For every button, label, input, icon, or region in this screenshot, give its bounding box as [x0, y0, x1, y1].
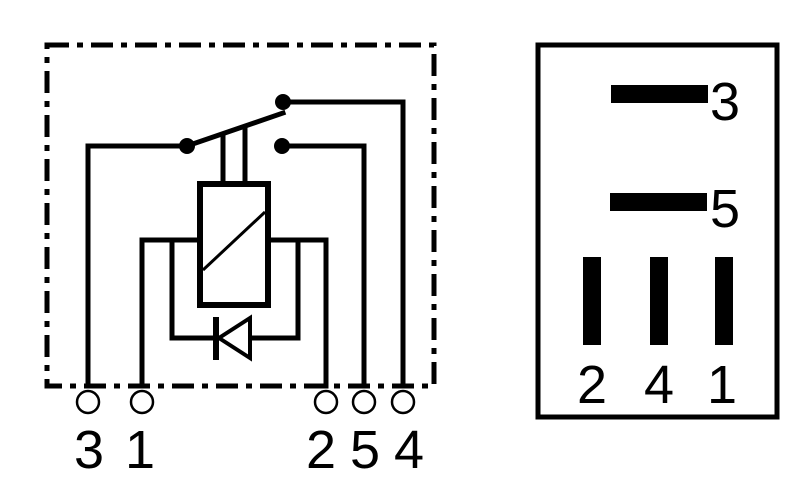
terminal-1-pin — [129, 389, 155, 415]
wire-terminal-1 — [139, 237, 203, 389]
pin-label-1: 1 — [707, 355, 737, 415]
terminal-label-4: 4 — [394, 420, 424, 480]
terminal-label-5: 5 — [350, 420, 380, 480]
switch-lever — [183, 109, 287, 150]
pin-2-blade — [583, 257, 601, 345]
pin-4-blade — [650, 257, 668, 345]
terminal-2-pin — [313, 389, 339, 415]
pin-1-blade — [715, 257, 733, 345]
terminal-label-2: 2 — [306, 420, 336, 480]
pin-label-2: 2 — [577, 355, 607, 415]
relay-schematic: 3 1 2 5 4 — [44, 42, 437, 480]
coil-diagonal — [201, 210, 267, 272]
pin-3-blade — [611, 85, 708, 103]
terminal-3-pin — [75, 389, 101, 415]
wire-terminal-4 — [280, 99, 406, 389]
terminal-5-pin — [351, 389, 377, 415]
diode-loop-wire — [169, 237, 220, 341]
relay-pinout: 3 5 2 4 1 — [535, 42, 780, 420]
pin-5-blade — [610, 193, 707, 211]
wire-terminal-2 — [265, 237, 329, 389]
terminal-label-3: 3 — [74, 420, 104, 480]
pinout-outline — [535, 42, 780, 420]
pin-label-3: 3 — [710, 72, 740, 132]
relay-housing-dash-dot-outline — [44, 42, 437, 389]
pin-label-5: 5 — [710, 179, 740, 239]
diode-icon — [215, 314, 252, 362]
relay-coil — [197, 181, 271, 308]
pin-label-4: 4 — [644, 355, 674, 415]
wire-terminal-3 — [85, 143, 190, 389]
terminal-4-pin — [390, 389, 416, 415]
terminal-label-1: 1 — [125, 420, 155, 480]
diode-loop-wire-right — [247, 237, 301, 341]
wire-terminal-5 — [279, 143, 367, 389]
